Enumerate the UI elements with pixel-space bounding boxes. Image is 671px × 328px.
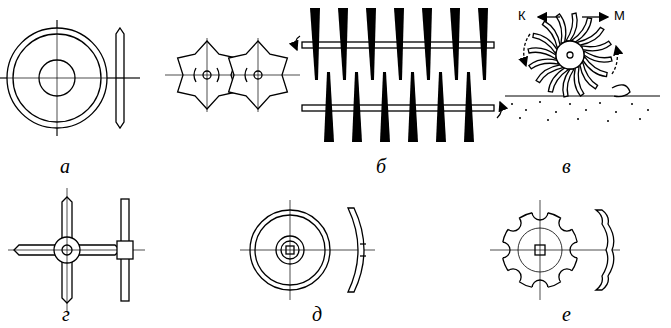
- spherical-disc: [240, 200, 375, 300]
- figure-letter: в: [562, 155, 571, 177]
- blade-rollers: [296, 8, 502, 142]
- flat-disc: [0, 20, 140, 136]
- figure-letter: б: [376, 155, 386, 177]
- notched-disc: [490, 200, 620, 300]
- direction-label: М: [614, 8, 625, 23]
- cross-disc: [8, 188, 145, 312]
- star-discs: [165, 38, 300, 112]
- toothed-wheel: [505, 13, 660, 122]
- figure-letter: а: [60, 155, 70, 177]
- figure-letter: д: [312, 303, 322, 325]
- direction-label: К: [518, 8, 526, 23]
- figure-letter: е: [562, 303, 571, 325]
- figure-letter: г: [62, 303, 70, 325]
